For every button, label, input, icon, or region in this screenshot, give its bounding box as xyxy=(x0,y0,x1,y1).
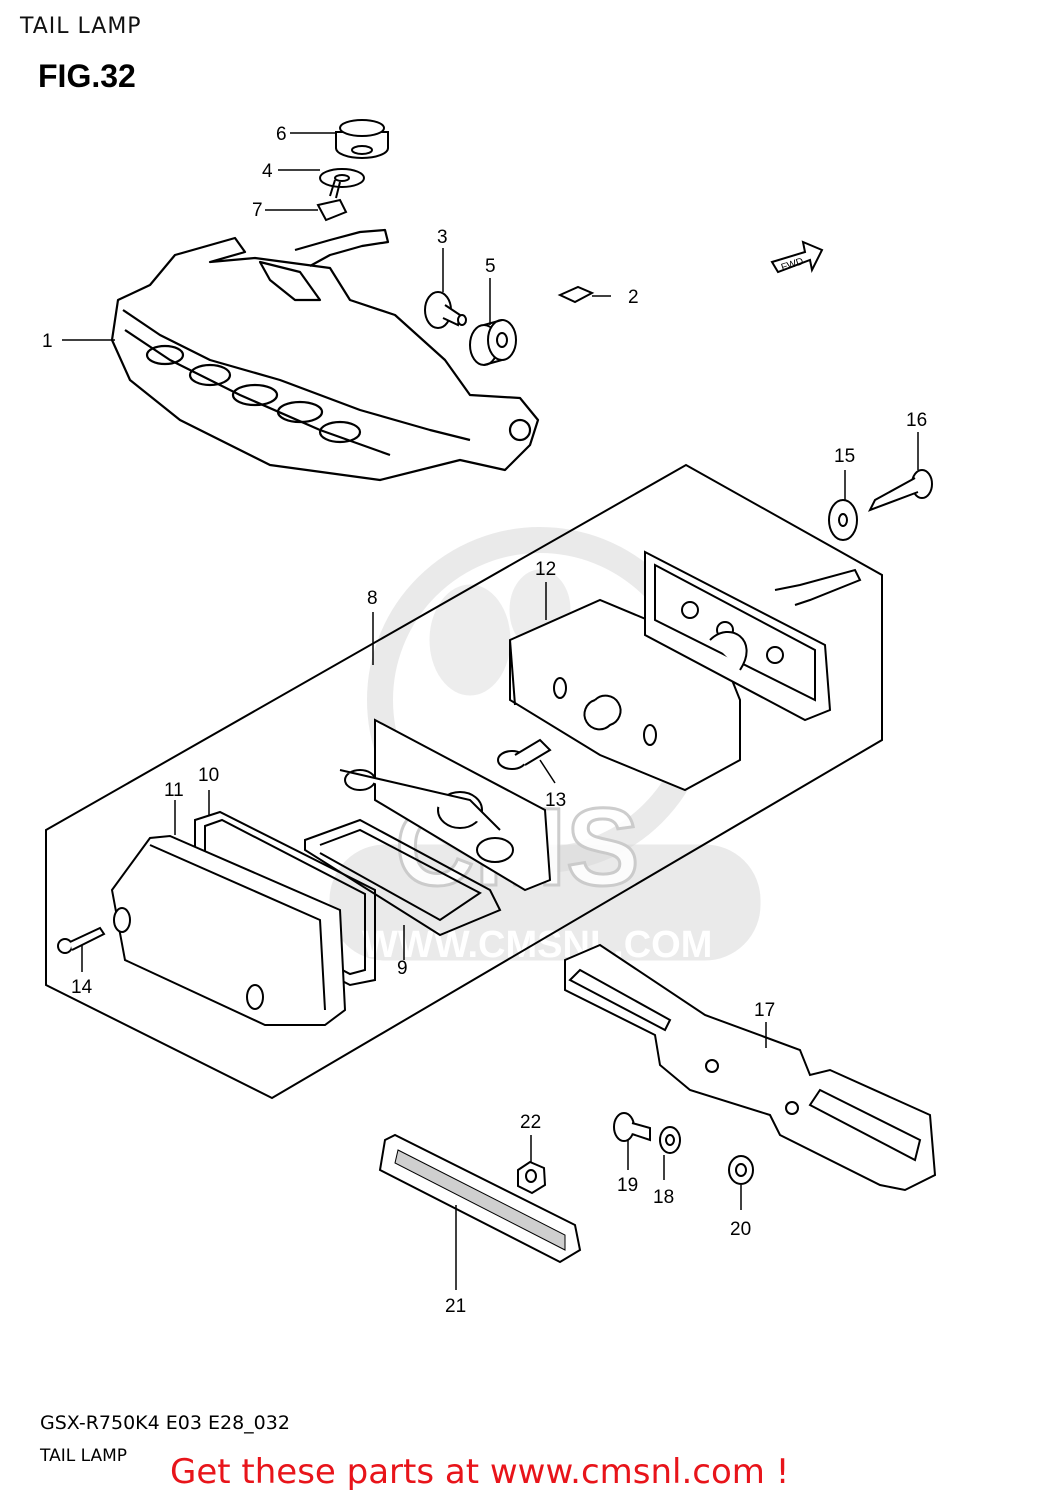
washer-4 xyxy=(319,168,365,188)
callout-8: 8 xyxy=(367,588,378,609)
socket-3 xyxy=(424,291,467,329)
watermark-url: WWW.CMSNL.COM xyxy=(362,924,712,966)
washer-18 xyxy=(659,1126,681,1154)
lens-11 xyxy=(110,834,347,1026)
callout-9: 9 xyxy=(397,958,408,979)
callout-12: 12 xyxy=(535,559,556,580)
callout-20: 20 xyxy=(730,1219,751,1240)
bolt-19 xyxy=(613,1112,651,1142)
fwd-arrow: FWD xyxy=(770,240,824,274)
callout-22: 22 xyxy=(520,1112,541,1133)
callout-1: 1 xyxy=(42,331,53,352)
rear-plate xyxy=(644,550,862,722)
callout-15: 15 xyxy=(834,446,855,467)
screw-16 xyxy=(867,469,933,512)
washer-15 xyxy=(828,499,858,541)
callout-14: 14 xyxy=(71,977,93,998)
bracket-17 xyxy=(564,943,937,1192)
nut-22 xyxy=(517,1160,547,1195)
callout-2: 2 xyxy=(628,287,639,308)
callouts: 1 2 3 4 5 6 7 8 9 10 11 12 13 14 15 16 1… xyxy=(42,124,927,1317)
callout-16: 16 xyxy=(906,410,927,431)
gasket-9 xyxy=(304,818,502,937)
callout-4: 4 xyxy=(262,161,273,182)
tail-housing xyxy=(110,228,540,482)
leader-lines xyxy=(62,132,919,1290)
callout-6: 6 xyxy=(276,124,287,145)
socket-plate xyxy=(339,718,552,892)
model-code: GSX-R750K4 E03 E28_032 xyxy=(40,1412,290,1434)
callout-10: 10 xyxy=(198,765,219,786)
bolt-7 xyxy=(316,179,348,222)
clip-2 xyxy=(557,285,595,304)
callout-21: 21 xyxy=(445,1296,466,1317)
assembly-box xyxy=(45,463,883,1100)
figure-number: FIG.32 xyxy=(38,58,136,94)
grommet xyxy=(335,119,389,159)
page-header: TAIL LAMP xyxy=(20,14,142,39)
nut-20 xyxy=(728,1155,754,1185)
callout-3: 3 xyxy=(437,227,448,248)
reflector-21 xyxy=(378,1133,582,1264)
caption: TAIL LAMP xyxy=(40,1446,127,1466)
callout-5: 5 xyxy=(485,256,496,277)
cushion-5 xyxy=(469,319,517,366)
screw-14 xyxy=(57,926,106,954)
promo-link[interactable]: Get these parts at www.cmsnl.com ! xyxy=(170,1452,790,1492)
bulb-13 xyxy=(497,738,552,770)
callout-11: 11 xyxy=(164,780,184,801)
callout-13: 13 xyxy=(545,790,566,811)
callout-19: 19 xyxy=(617,1175,638,1196)
callout-7: 7 xyxy=(252,200,263,221)
callout-18: 18 xyxy=(653,1187,674,1208)
callout-17: 17 xyxy=(754,1000,775,1021)
